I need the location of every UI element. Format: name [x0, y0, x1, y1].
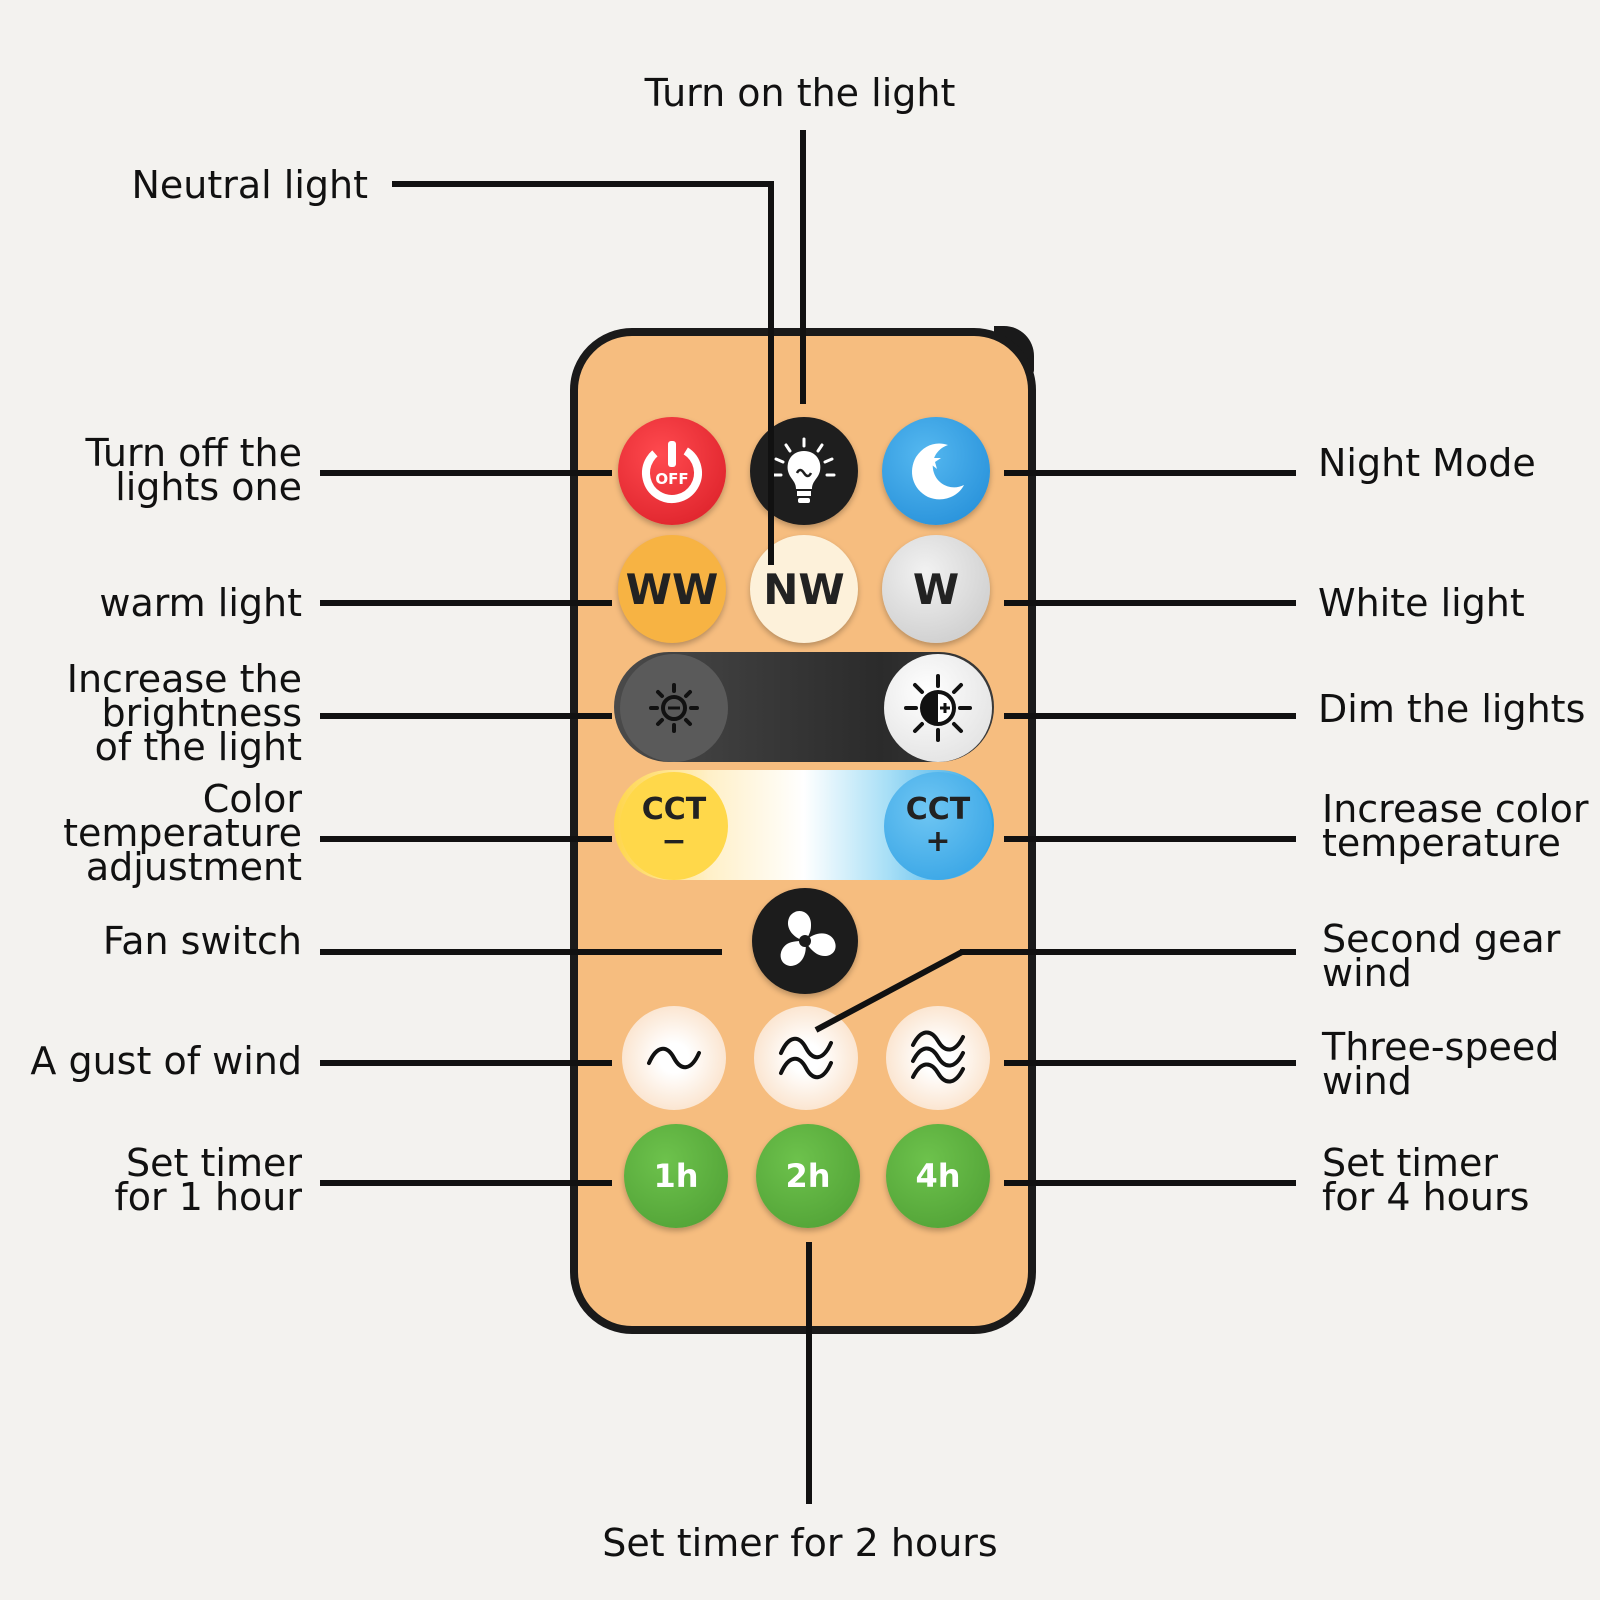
leader-white — [1004, 600, 1296, 606]
label-fan: Fan switch — [102, 919, 302, 963]
leader-inc-bright — [320, 713, 612, 719]
white-light-button[interactable]: W — [882, 535, 990, 643]
off-label: OFF — [655, 470, 688, 488]
cct-minus-label: CCT − — [641, 792, 707, 859]
ww-label: WW — [625, 564, 719, 614]
leader-dim — [1004, 713, 1296, 719]
label-off-one: Turn off the lights one — [85, 431, 302, 509]
second-gear-wind-button[interactable] — [754, 1006, 858, 1110]
leader-cct-adj — [320, 836, 612, 842]
leader-turn-on — [800, 130, 806, 404]
fan-icon — [780, 911, 836, 966]
label-timer2: Set timer for 2 hours — [602, 1521, 998, 1565]
moon-star-icon — [912, 443, 964, 500]
nw-label: NW — [763, 564, 845, 614]
double-wave-icon — [779, 1036, 833, 1080]
label-timer4: Set timer for 4 hours — [1322, 1141, 1530, 1219]
light-bulb-icon — [772, 437, 836, 503]
warm-light-button[interactable]: WW — [618, 535, 726, 643]
w-label: W — [912, 564, 960, 614]
leader-three-speed — [1004, 1060, 1296, 1066]
label-warm: warm light — [99, 581, 302, 625]
power-icon: OFF — [642, 441, 702, 503]
label-inc-cct: Increase color temperature — [1322, 787, 1589, 865]
triple-wave-icon — [911, 1030, 965, 1084]
cct-minus-button[interactable]: CCT − — [620, 772, 728, 880]
timer-1h-button[interactable]: 1h — [624, 1124, 728, 1228]
label-turn-on: Turn on the light — [644, 71, 956, 115]
neutral-light-button[interactable]: NW — [750, 535, 858, 643]
on-button[interactable] — [750, 417, 858, 525]
leader-timer1 — [320, 1180, 612, 1186]
label-second-gear: Second gear wind — [1322, 917, 1561, 995]
three-speed-wind-button[interactable] — [886, 1006, 990, 1110]
sun-half-icon — [904, 674, 972, 742]
label-three-speed: Three-speed wind — [1322, 1025, 1560, 1103]
off-button[interactable]: OFF — [618, 417, 726, 525]
night-mode-button[interactable] — [882, 417, 990, 525]
label-inc-bright: Increase the brightness of the light — [66, 657, 302, 769]
leader-timer4 — [1004, 1180, 1296, 1186]
leader-night — [1004, 470, 1296, 476]
leader-second-gear-diag — [814, 949, 964, 1033]
leader-neutral-v — [768, 181, 774, 565]
label-cct-adj: Color temperature adjustment — [63, 777, 302, 889]
timer-4h-label: 4h — [915, 1157, 961, 1195]
timer-2h-label: 2h — [785, 1157, 831, 1195]
leader-warm — [320, 600, 612, 606]
leader-neutral-h — [392, 181, 774, 187]
fan-switch-button[interactable] — [752, 888, 858, 994]
label-neutral: Neutral light — [131, 163, 368, 207]
leader-off — [320, 470, 612, 476]
timer-2h-button[interactable]: 2h — [756, 1124, 860, 1228]
leader-timer2 — [806, 1242, 812, 1504]
cct-plus-label: CCT + — [905, 792, 971, 859]
leader-gust — [320, 1060, 612, 1066]
leader-second-gear-h — [960, 949, 1296, 955]
sun-small-icon — [649, 683, 699, 733]
label-timer1: Set timer for 1 hour — [114, 1141, 302, 1219]
label-night: Night Mode — [1318, 441, 1536, 485]
gust-wind-button[interactable] — [622, 1006, 726, 1110]
label-dim: Dim the lights — [1318, 687, 1586, 731]
brightness-down-button[interactable] — [620, 654, 728, 762]
label-gust: A gust of wind — [30, 1039, 302, 1083]
label-white: White light — [1318, 581, 1525, 625]
brightness-up-button[interactable] — [884, 654, 992, 762]
timer-1h-label: 1h — [653, 1157, 699, 1195]
timer-4h-button[interactable]: 4h — [886, 1124, 990, 1228]
cct-plus-button[interactable]: CCT + — [884, 772, 992, 880]
leader-inc-cct — [1004, 836, 1296, 842]
leader-fan — [320, 949, 722, 955]
single-wave-icon — [647, 1046, 701, 1070]
